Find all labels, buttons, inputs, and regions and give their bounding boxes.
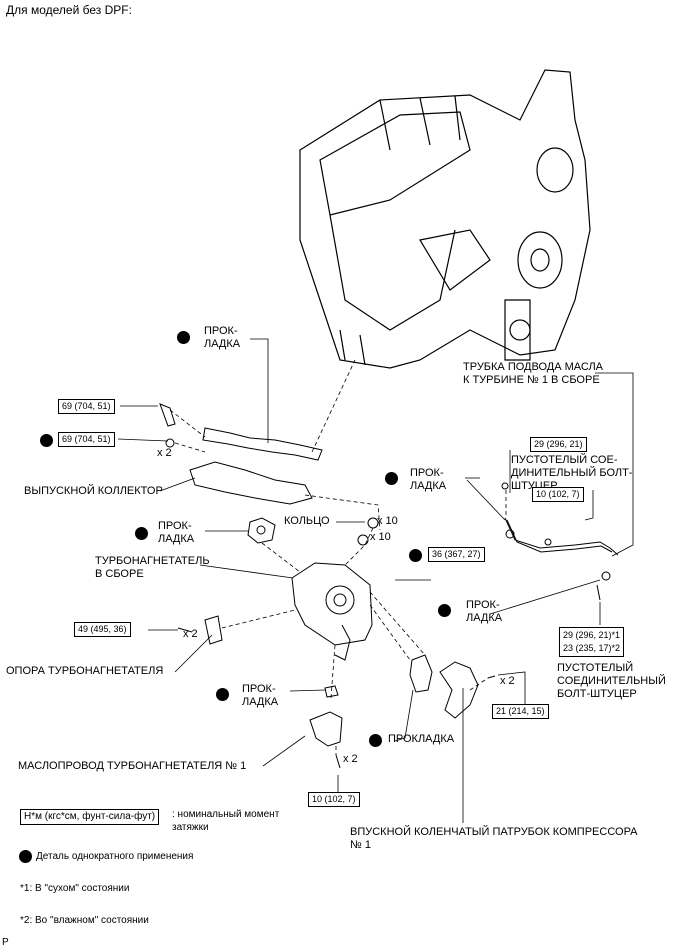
torque-spec-manifold-nut: 69 (704, 51) (58, 432, 115, 447)
legend-note-dry: *1: В "сухом" состоянии (20, 883, 130, 894)
legend-note-wet: *2: Во "влажном" состоянии (20, 915, 149, 926)
quantity-ring: x 10 (377, 515, 398, 527)
single-use-icon (369, 734, 382, 747)
label-gasket-left-line2: ЛАДКА (158, 533, 195, 545)
label-intake-elbow-line1: ВПУСКНОЙ КОЛЕНЧАТЫЙ ПАТРУБОК КОМПРЕССОРА (350, 826, 638, 838)
engine-illustration (299, 69, 591, 369)
label-gasket-top-line2: ЛАДКА (204, 338, 241, 350)
label-gasket-mid-line1: ПРОК- (410, 467, 444, 479)
single-use-icon (19, 850, 32, 863)
page-title: Для моделей без DPF: (6, 3, 132, 17)
legend-single-use: Деталь однократного применения (36, 851, 194, 862)
single-use-icon (438, 604, 451, 617)
torque-spec-turbo-nut: 36 (367, 27) (428, 547, 485, 562)
oil-feed-tube-shape (504, 517, 619, 556)
torque-spec-manifold-bolt: 69 (704, 51) (58, 399, 115, 414)
single-use-icon (216, 688, 229, 701)
label-hollow-bolt-b-line1: ПУСТОТЕЛЫЙ (557, 662, 634, 674)
label-gasket-left-line1: ПРОК- (158, 520, 192, 532)
label-gasket-plain: ПРОКЛАДКА (388, 733, 455, 745)
oil-pipe-shape (309, 711, 343, 747)
label-gasket-low-line2: ЛАДКА (242, 696, 279, 708)
small-gasket-shape (247, 517, 276, 544)
exhaust-manifold-shape (189, 461, 313, 505)
label-oil-tube-line1: ТРУБКА ПОДВОДА МАСЛА (463, 361, 604, 373)
intake-elbow-shape (439, 661, 479, 719)
label-oil-tube-line2: К ТУРБИНЕ № 1 В СБОРЕ (463, 374, 600, 386)
turbocharger-shape (291, 562, 373, 646)
label-hollow-bolt-a-line2: ДИНИТЕЛЬНЫЙ БОЛТ- (511, 467, 633, 479)
legend-torque-desc-line2: затяжки (172, 822, 209, 833)
legend-torque-box: Н*м (кгс*см, фунт-сила-фут) (20, 809, 160, 825)
label-gasket-low-line1: ПРОК- (242, 683, 276, 695)
single-use-icon (385, 472, 398, 485)
torque-spec-oil-pipe-bolt: 10 (102, 7) (308, 792, 360, 807)
single-use-icon (40, 434, 53, 447)
label-oil-pipe: МАСЛОПРОВОД ТУРБОНАГНЕТАТЕЛЯ № 1 (18, 760, 247, 772)
label-gasket-mid-line2: ЛАДКА (410, 480, 447, 492)
single-use-icon (409, 549, 422, 562)
single-use-icon (177, 331, 190, 344)
label-hollow-bolt-b-line2: СОЕДИНИТЕЛЬНЫЙ (557, 675, 666, 687)
single-use-icon (135, 527, 148, 540)
figure-code: P (2, 937, 9, 948)
quantity-intake-bolt: x 2 (500, 675, 515, 687)
label-intake-elbow-line2: № 1 (350, 839, 371, 851)
torque-spec-intake-elbow: 21 (214, 15) (492, 704, 549, 719)
quantity-oil-pipe-bolt: x 2 (343, 753, 358, 765)
label-hollow-bolt-b-line3: БОЛТ-ШТУЦЕР (557, 688, 637, 700)
label-ring: КОЛЬЦО (284, 515, 330, 527)
label-turbo-line2: В СБОРЕ (95, 568, 144, 580)
torque-spec-hollow-bolt-a: 29 (296, 21) (530, 437, 587, 452)
quantity-nut: x 10 (370, 531, 391, 543)
label-exhaust-manifold: ВЫПУСКНОЙ КОЛЛЕКТОР (24, 485, 163, 497)
label-gasket-top-line1: ПРОК- (204, 325, 238, 337)
label-hollow-bolt-a-line1: ПУСТОТЕЛЫЙ СОЕ- (511, 454, 618, 466)
quantity-turbo-support: x 2 (183, 628, 198, 640)
exhaust-gasket-shape (202, 427, 323, 461)
torque-dry: 29 (296, 21)*1 (563, 630, 621, 640)
quantity-manifold-nut: x 2 (157, 447, 172, 459)
legend-torque-desc-line1: : номинальный момент (172, 809, 280, 820)
torque-spec-turbo-support: 49 (495, 36) (74, 622, 131, 637)
torque-wet: 23 (235, 17)*2 (563, 643, 621, 653)
torque-spec-oil-tube-bolt: 10 (102, 7) (532, 487, 584, 502)
label-gasket-right-line2: ЛАДКА (466, 612, 503, 624)
torque-spec-hollow-bolt-b: 29 (296, 21)*1 23 (235, 17)*2 (559, 627, 625, 657)
turbo-support-shape (204, 615, 223, 645)
label-turbo-support: ОПОРА ТУРБОНАГНЕТАТЕЛЯ (6, 665, 164, 677)
label-gasket-right-line1: ПРОК- (466, 599, 500, 611)
label-turbo-line1: ТУРБОНАГНЕТАТЕЛЬ (95, 555, 210, 567)
